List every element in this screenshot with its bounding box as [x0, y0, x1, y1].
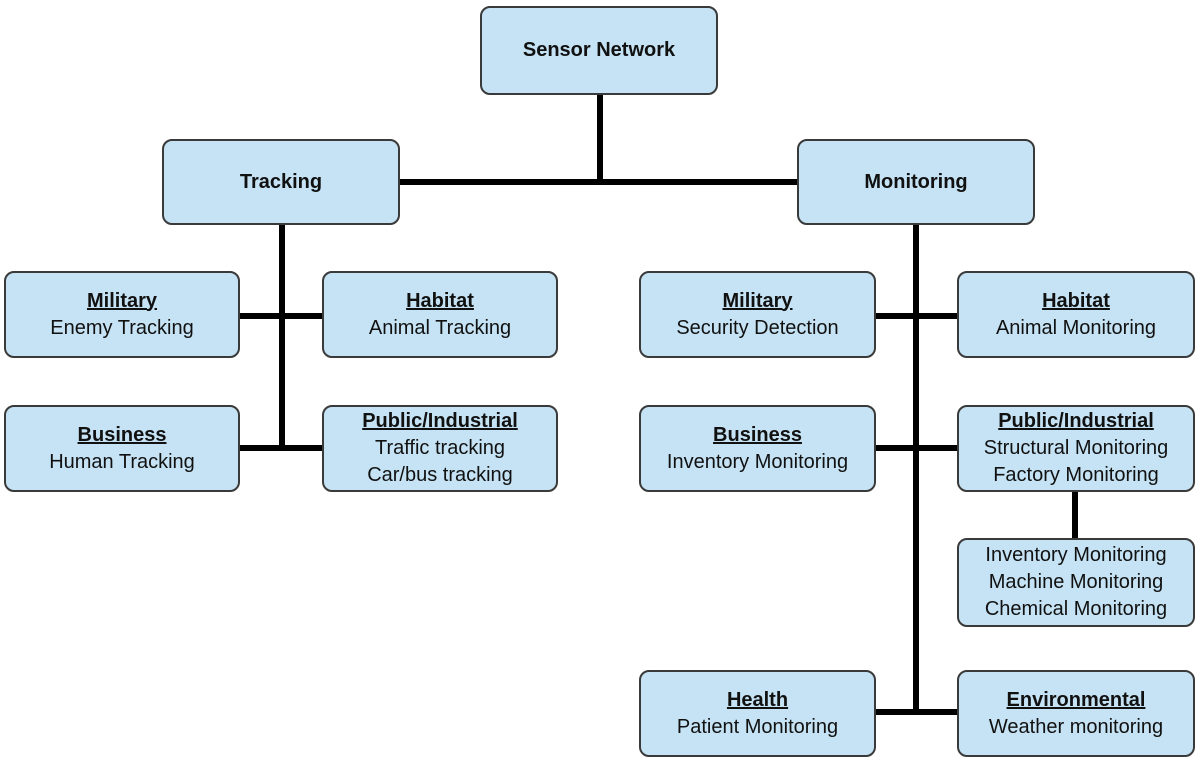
node-title: Business — [77, 423, 167, 446]
tracking-habitat-node: Habitat Animal Tracking — [322, 271, 558, 358]
node-item: Patient Monitoring — [676, 715, 839, 738]
monitoring-military-node: Military Security Detection — [639, 271, 876, 358]
node-item: Enemy Tracking — [50, 316, 194, 339]
node-title: Business — [713, 423, 802, 446]
node-item: Car/bus tracking — [367, 464, 513, 486]
tracking-public-industrial-node: Public/Industrial Traffic tracking Car/b… — [322, 405, 558, 492]
node-item: Inventory Monitoring — [985, 544, 1167, 566]
node-title: Habitat — [1042, 289, 1110, 312]
tracking-military-node: Military Enemy Tracking — [4, 271, 240, 358]
sensor-network-node: Sensor Network — [480, 6, 718, 95]
node-title: Military — [722, 289, 793, 312]
tracking-node: Tracking — [162, 139, 400, 225]
node-item: Structural Monitoring — [983, 437, 1169, 459]
node-title: Tracking — [239, 170, 323, 193]
node-item: Animal Monitoring — [995, 316, 1157, 339]
factory-monitoring-detail-node: Inventory Monitoring Machine Monitoring … — [957, 538, 1195, 627]
node-item: Security Detection — [676, 316, 839, 339]
monitoring-public-industrial-node: Public/Industrial Structural Monitoring … — [957, 405, 1195, 492]
node-item: Animal Tracking — [368, 316, 512, 339]
monitoring-health-node: Health Patient Monitoring — [639, 670, 876, 757]
node-title: Health — [726, 688, 789, 711]
node-item: Factory Monitoring — [993, 464, 1159, 486]
node-item: Inventory Monitoring — [666, 450, 849, 473]
monitoring-node: Monitoring — [797, 139, 1035, 225]
node-item: Chemical Monitoring — [984, 598, 1168, 620]
tracking-business-node: Business Human Tracking — [4, 405, 240, 492]
node-item: Machine Monitoring — [988, 571, 1164, 593]
node-item: Weather monitoring — [988, 715, 1164, 738]
node-title: Habitat — [406, 289, 474, 312]
monitoring-business-node: Business Inventory Monitoring — [639, 405, 876, 492]
node-item: Human Tracking — [49, 450, 195, 473]
node-title: Environmental — [1006, 688, 1146, 711]
monitoring-environmental-node: Environmental Weather monitoring — [957, 670, 1195, 757]
node-title: Military — [86, 289, 158, 312]
node-title: Public/Industrial — [362, 410, 518, 432]
node-item: Traffic tracking — [374, 437, 506, 459]
node-title: Sensor Network — [522, 39, 676, 61]
monitoring-habitat-node: Habitat Animal Monitoring — [957, 271, 1195, 358]
node-title: Monitoring — [864, 170, 968, 193]
node-title: Public/Industrial — [998, 410, 1154, 432]
